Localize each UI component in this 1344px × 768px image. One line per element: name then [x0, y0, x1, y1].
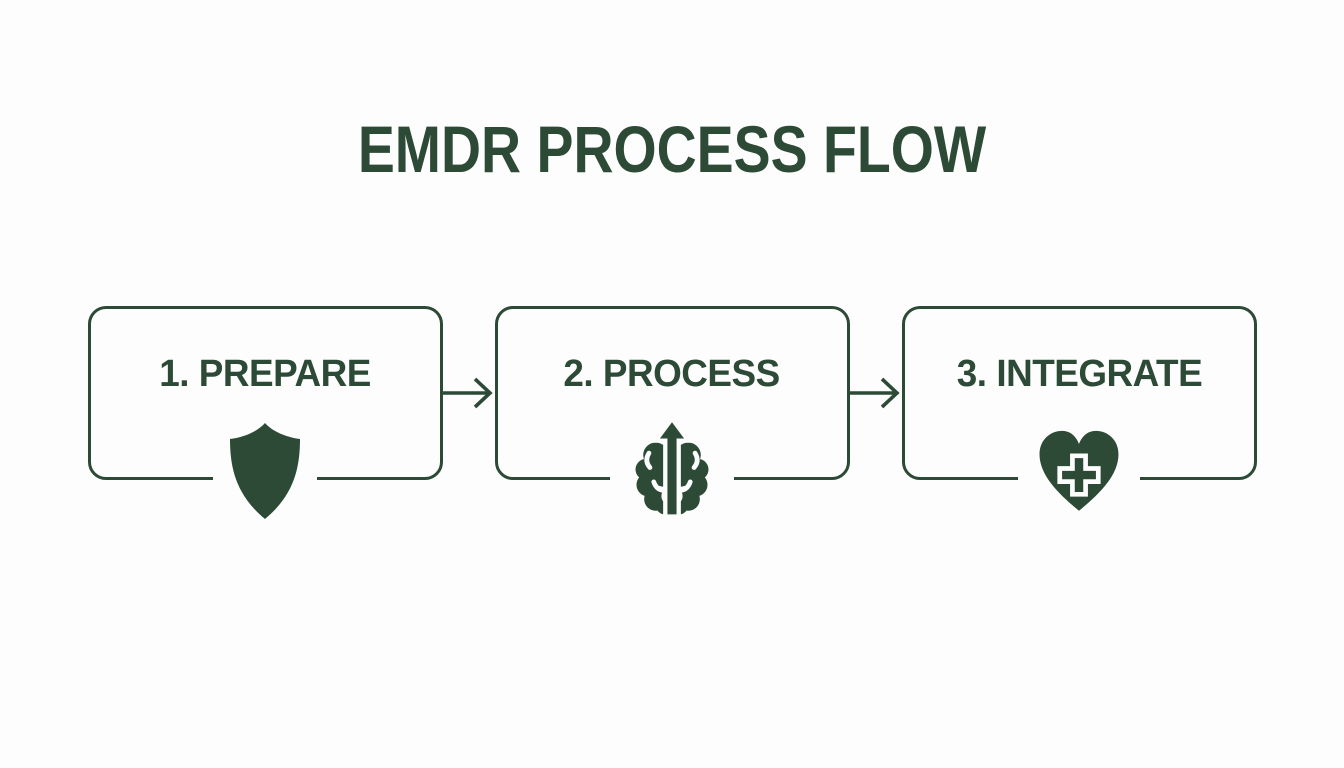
- step-box-prepare: 1. PREPARE: [87, 306, 443, 519]
- diagram-title: EMDR PROCESS FLOW: [357, 112, 987, 186]
- heart-cross-icon: [1018, 424, 1140, 519]
- arrow-right-icon: [442, 377, 493, 409]
- step-box-process: 2. PROCESS: [494, 306, 850, 525]
- step-label: 2. PROCESS: [563, 353, 781, 395]
- brain-arrow-icon: [610, 415, 734, 525]
- step-label: 3. INTEGRATE: [956, 353, 1202, 395]
- shield-icon: [213, 421, 317, 521]
- flow-row: 1. PREPARE 2. PROCESS: [0, 306, 1344, 525]
- step-box-integrate: 3. INTEGRATE: [901, 306, 1257, 511]
- arrow-right-icon: [849, 377, 900, 409]
- step-label: 1. PREPARE: [159, 353, 371, 395]
